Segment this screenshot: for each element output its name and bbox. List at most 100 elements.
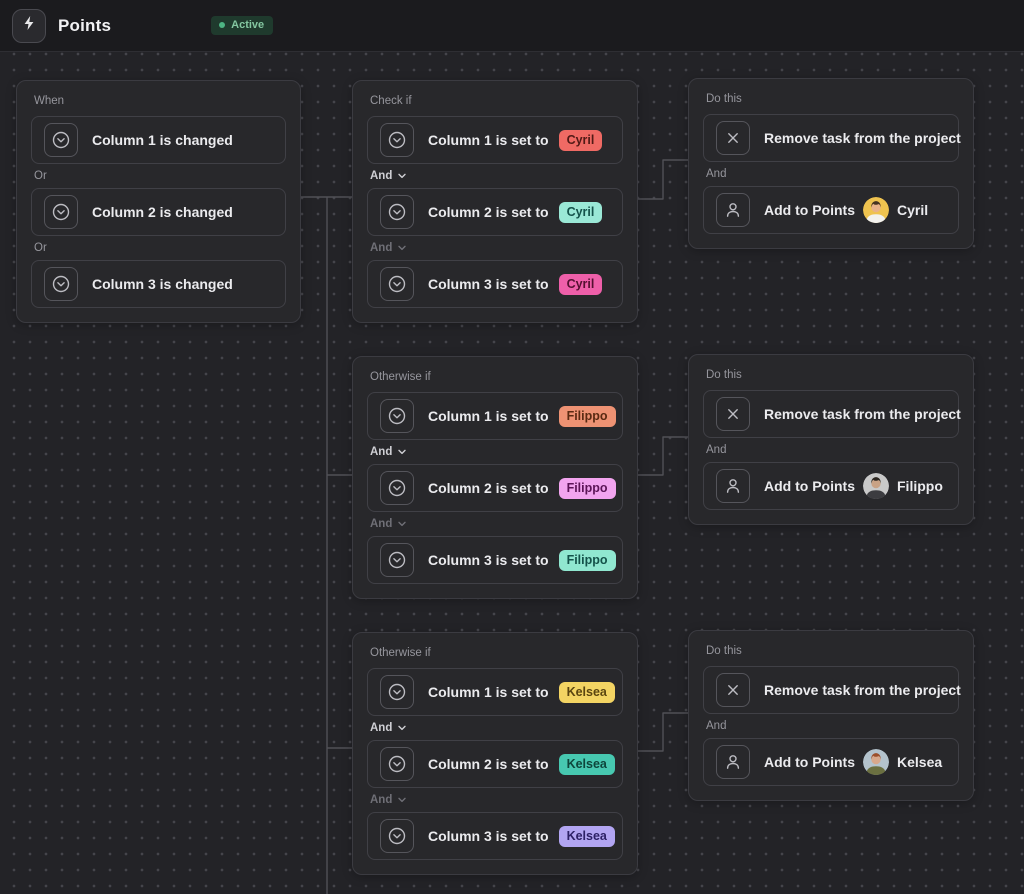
- status-circle-chevron-icon: [380, 543, 414, 577]
- x-icon: [716, 121, 750, 155]
- status-circle-chevron-icon: [380, 471, 414, 505]
- person-icon: [716, 745, 750, 779]
- status-circle-chevron-icon: [380, 747, 414, 781]
- status-circle-chevron-icon: [380, 399, 414, 433]
- remove-task-row[interactable]: Remove task from the project: [703, 114, 961, 162]
- trigger-row[interactable]: Column 1 is changed: [31, 116, 286, 164]
- assign-person-row[interactable]: Add to Points Filippo: [703, 462, 959, 510]
- header-bar: Points Active: [0, 0, 1024, 52]
- status-circle-chevron-icon: [44, 195, 78, 229]
- trigger-text: Column 2 is changed: [92, 204, 233, 220]
- status-chip: Kelsea: [558, 825, 615, 847]
- assign-content: Add to Points Kelsea: [764, 749, 942, 775]
- condition-card-kelsea: Otherwise if Column 1 is set to Kelsea A…: [352, 632, 638, 875]
- chevron-down-icon: [397, 795, 407, 805]
- status-chip: Cyril: [558, 201, 603, 223]
- avatar: [863, 749, 889, 775]
- or-separator: Or: [34, 242, 47, 254]
- condition-row[interactable]: Column 1 is set to Kelsea: [367, 668, 623, 716]
- trigger-card: When Column 1 is changed Or Column 2 is …: [16, 80, 301, 323]
- action-card-cyril: Do this Remove task from the project And…: [688, 78, 974, 249]
- status-chip: Cyril: [558, 129, 603, 151]
- assign-content: Add to Points Cyril: [764, 197, 928, 223]
- workflow-canvas[interactable]: When Column 1 is changed Or Column 2 is …: [0, 52, 1024, 894]
- person-icon: [716, 469, 750, 503]
- status-dot-icon: [219, 22, 226, 28]
- remove-task-row[interactable]: Remove task from the project: [703, 390, 961, 438]
- card-label: Otherwise if: [370, 647, 431, 659]
- condition-text: Column 1 is set to: [428, 408, 549, 424]
- condition-row[interactable]: Column 2 is set to Kelsea: [367, 740, 623, 788]
- status-chip: Filippo: [558, 477, 616, 499]
- status-badge: Active: [211, 16, 274, 35]
- action-text: Add to Points: [764, 202, 855, 218]
- x-icon: [716, 673, 750, 707]
- condition-text: Column 3 is set to: [428, 828, 549, 844]
- status-circle-chevron-icon: [380, 195, 414, 229]
- status-circle-chevron-icon: [380, 675, 414, 709]
- condition-row[interactable]: Column 2 is set to Cyril: [367, 188, 623, 236]
- condition-row[interactable]: Column 3 is set to Kelsea: [367, 812, 623, 860]
- condition-row[interactable]: Column 3 is set to Filippo: [367, 536, 623, 584]
- assign-person-row[interactable]: Add to Points Cyril: [703, 186, 959, 234]
- and-separator-dropdown[interactable]: And: [370, 241, 623, 255]
- action-text: Remove task from the project: [764, 682, 961, 698]
- status-chip: Filippo: [558, 405, 616, 427]
- status-badge-label: Active: [231, 19, 265, 31]
- condition-row[interactable]: Column 3 is set to Cyril: [367, 260, 623, 308]
- status-chip: Kelsea: [558, 681, 615, 703]
- person-name: Kelsea: [897, 754, 943, 770]
- condition-row[interactable]: Column 2 is set to Filippo: [367, 464, 623, 512]
- trigger-row[interactable]: Column 2 is changed: [31, 188, 286, 236]
- card-label: Check if: [370, 95, 412, 107]
- action-card-filippo: Do this Remove task from the project And…: [688, 354, 974, 525]
- card-label: Do this: [706, 93, 742, 105]
- condition-text: Column 2 is set to: [428, 204, 549, 220]
- trigger-row[interactable]: Column 3 is changed: [31, 260, 286, 308]
- and-separator: And: [706, 720, 727, 732]
- action-text: Remove task from the project: [764, 130, 961, 146]
- person-icon: [716, 193, 750, 227]
- condition-text: Column 1 is set to: [428, 132, 549, 148]
- action-text: Add to Points: [764, 478, 855, 494]
- and-separator-dropdown[interactable]: And: [370, 517, 623, 531]
- condition-text: Column 3 is set to: [428, 276, 549, 292]
- condition-card-cyril: Check if Column 1 is set to Cyril And Co…: [352, 80, 638, 323]
- status-circle-chevron-icon: [44, 267, 78, 301]
- and-separator-dropdown[interactable]: And: [370, 721, 623, 735]
- bolt-icon: [21, 15, 37, 36]
- remove-task-row[interactable]: Remove task from the project: [703, 666, 961, 714]
- and-separator-dropdown[interactable]: And: [370, 169, 623, 183]
- condition-text: Column 3 is set to: [428, 552, 549, 568]
- trigger-text: Column 3 is changed: [92, 276, 233, 292]
- condition-row[interactable]: Column 1 is set to Cyril: [367, 116, 623, 164]
- status-circle-chevron-icon: [380, 819, 414, 853]
- chevron-down-icon: [397, 723, 407, 733]
- chevron-down-icon: [397, 519, 407, 529]
- avatar: [863, 197, 889, 223]
- trigger-text: Column 1 is changed: [92, 132, 233, 148]
- and-separator-dropdown[interactable]: And: [370, 793, 623, 807]
- condition-row[interactable]: Column 1 is set to Filippo: [367, 392, 623, 440]
- avatar: [863, 473, 889, 499]
- and-separator: And: [706, 168, 727, 180]
- and-separator: And: [706, 444, 727, 456]
- action-text: Add to Points: [764, 754, 855, 770]
- chevron-down-icon: [397, 171, 407, 181]
- card-label: When: [34, 95, 65, 107]
- action-text: Remove task from the project: [764, 406, 961, 422]
- status-chip: Cyril: [558, 273, 603, 295]
- card-label: Otherwise if: [370, 371, 431, 383]
- assign-person-row[interactable]: Add to Points Kelsea: [703, 738, 959, 786]
- person-name: Filippo: [897, 478, 943, 494]
- card-label: Do this: [706, 369, 742, 381]
- automation-app-button[interactable]: [12, 8, 46, 43]
- and-separator-dropdown[interactable]: And: [370, 445, 623, 459]
- assign-content: Add to Points Filippo: [764, 473, 943, 499]
- condition-card-filippo: Otherwise if Column 1 is set to Filippo …: [352, 356, 638, 599]
- condition-text: Column 1 is set to: [428, 684, 549, 700]
- status-chip: Filippo: [558, 549, 616, 571]
- status-circle-chevron-icon: [380, 267, 414, 301]
- action-card-kelsea: Do this Remove task from the project And…: [688, 630, 974, 801]
